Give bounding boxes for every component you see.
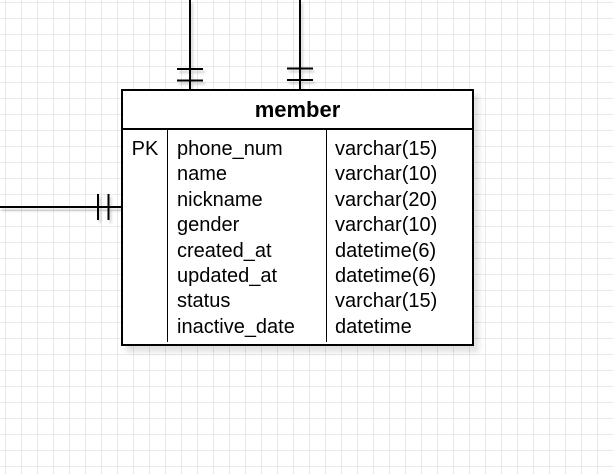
connector-top-right[interactable] <box>287 0 313 91</box>
field-name[interactable]: phone_num <box>177 138 283 160</box>
field-type[interactable]: varchar(15) <box>335 290 438 313</box>
field-name[interactable]: nickname <box>177 188 263 211</box>
field-name[interactable]: gender <box>177 214 240 237</box>
field-type[interactable]: varchar(15) <box>335 138 438 160</box>
field-type[interactable]: varchar(20) <box>335 188 438 211</box>
field-type-column: varchar(15) varchar(10) varchar(20) varc… <box>327 130 472 342</box>
field-type[interactable]: datetime(6) <box>335 264 437 287</box>
field-name[interactable]: updated_at <box>177 264 278 287</box>
entity-title[interactable]: member <box>123 91 472 130</box>
field-name[interactable]: name <box>177 163 228 186</box>
field-type[interactable]: datetime <box>335 315 412 338</box>
pk-badge: PK <box>131 138 159 160</box>
pk-column: PK <box>123 130 168 342</box>
field-type[interactable]: varchar(10) <box>335 214 438 237</box>
field-name[interactable]: inactive_date <box>177 315 295 338</box>
entity-member[interactable]: member PK phone_num name nickname gender… <box>121 89 474 346</box>
field-type[interactable]: datetime(6) <box>335 239 437 262</box>
field-type[interactable]: varchar(10) <box>335 163 438 186</box>
connector-left[interactable] <box>0 194 121 220</box>
field-name-column: phone_num name nickname gender created_a… <box>168 130 327 342</box>
field-name[interactable]: status <box>177 290 231 313</box>
entity-field-list: PK phone_num name nickname gender create… <box>123 130 472 342</box>
connector-top-left[interactable] <box>177 0 203 91</box>
field-name[interactable]: created_at <box>177 239 272 262</box>
